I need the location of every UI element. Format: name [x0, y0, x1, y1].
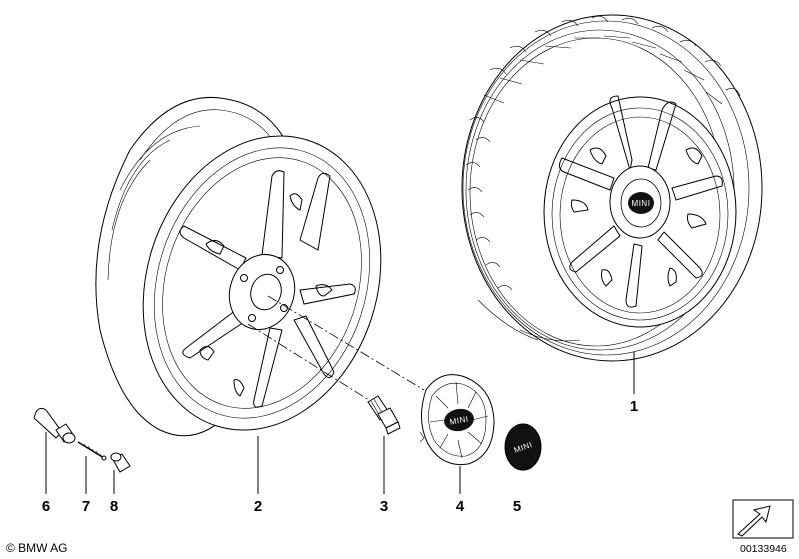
callout-4: 4 [456, 498, 465, 515]
callout-7: 7 [82, 498, 90, 515]
callout-6: 6 [42, 498, 50, 515]
complete-wheel-with-tyre: MINI [461, 14, 763, 362]
assembly-lines [247, 295, 425, 403]
callout-2: 2 [254, 498, 262, 515]
direction-arrow-icon [732, 499, 794, 539]
wheel-bolt [367, 395, 401, 435]
leader-lines [45, 352, 635, 494]
hub-cap-badge-label-1: MINI [632, 199, 651, 208]
emblem: MINI [504, 423, 542, 471]
valve-insert [77, 441, 107, 461]
hub-cap-badge-label-4: MINI [449, 414, 469, 426]
callout-1: 1 [630, 398, 638, 415]
callouts: 1 2 3 4 5 6 7 8 [42, 398, 638, 515]
copyright-label: © BMW AG [6, 541, 68, 555]
callout-3: 3 [380, 498, 388, 515]
valve [33, 407, 76, 444]
light-alloy-rim [95, 96, 382, 437]
hub-cap: MINI [419, 374, 495, 466]
callout-5: 5 [513, 498, 521, 515]
valve-cap [110, 452, 131, 473]
callout-8: 8 [110, 498, 118, 515]
doc-number: 00133946 [740, 543, 787, 555]
